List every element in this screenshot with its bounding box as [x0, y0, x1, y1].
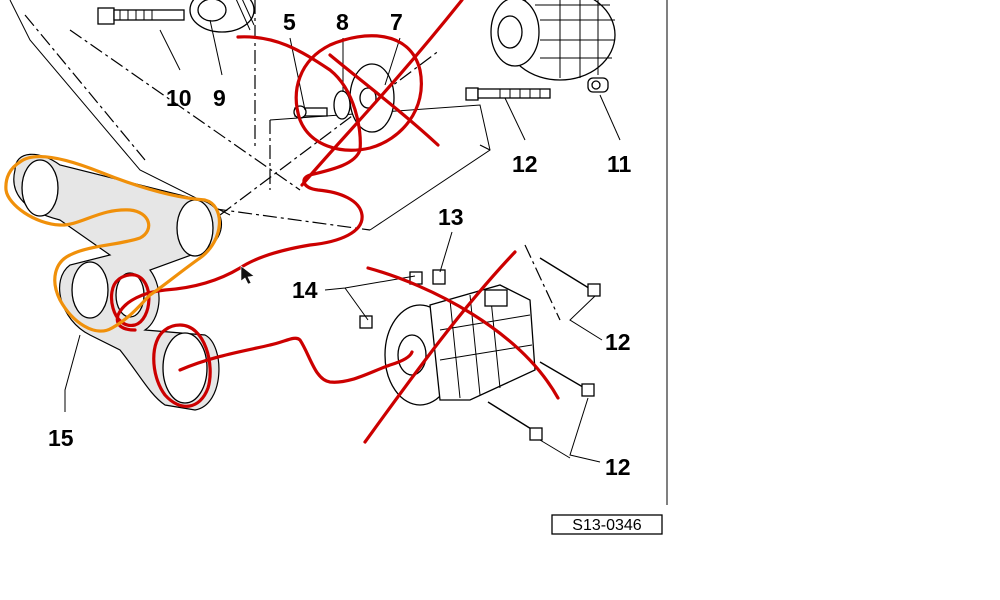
- callout-12-middle: 12: [605, 329, 631, 355]
- reference-code-box: S13-0346: [551, 514, 663, 535]
- callout-10: 10: [166, 85, 192, 111]
- callout-13: 13: [438, 204, 464, 230]
- callout-7: 7: [390, 9, 403, 35]
- red-circle-pulley: [109, 273, 151, 327]
- callout-12-bottom: 12: [605, 454, 631, 480]
- callout-9: 9: [213, 85, 226, 111]
- ac-compressor: [384, 284, 536, 406]
- callouts: 5 8 7 10 9 12 11 13 14 12 12 15: [48, 9, 632, 480]
- callout-12-top: 12: [512, 151, 538, 177]
- leader-lines: [64, 19, 621, 463]
- orange-markup: [4, 155, 221, 333]
- pulley-9: [189, 0, 255, 33]
- callout-14: 14: [292, 277, 318, 303]
- callout-5: 5: [283, 9, 296, 35]
- reference-code: S13-0346: [572, 517, 641, 534]
- red-crossout-tensioner: [294, 34, 423, 152]
- orange-belt-trace: [4, 155, 221, 333]
- bolt-10: [97, 7, 185, 25]
- bolt-12-top: [465, 87, 551, 101]
- callout-15: 15: [48, 425, 74, 451]
- bolts-12-lower: [487, 257, 601, 441]
- red-crossout-compressor: [363, 250, 517, 444]
- fittings-13-14: [359, 269, 446, 329]
- mouse-pointer-icon: [240, 265, 255, 285]
- callout-11: 11: [607, 151, 632, 177]
- callout-8: 8: [336, 9, 349, 35]
- alternator: [490, 0, 616, 93]
